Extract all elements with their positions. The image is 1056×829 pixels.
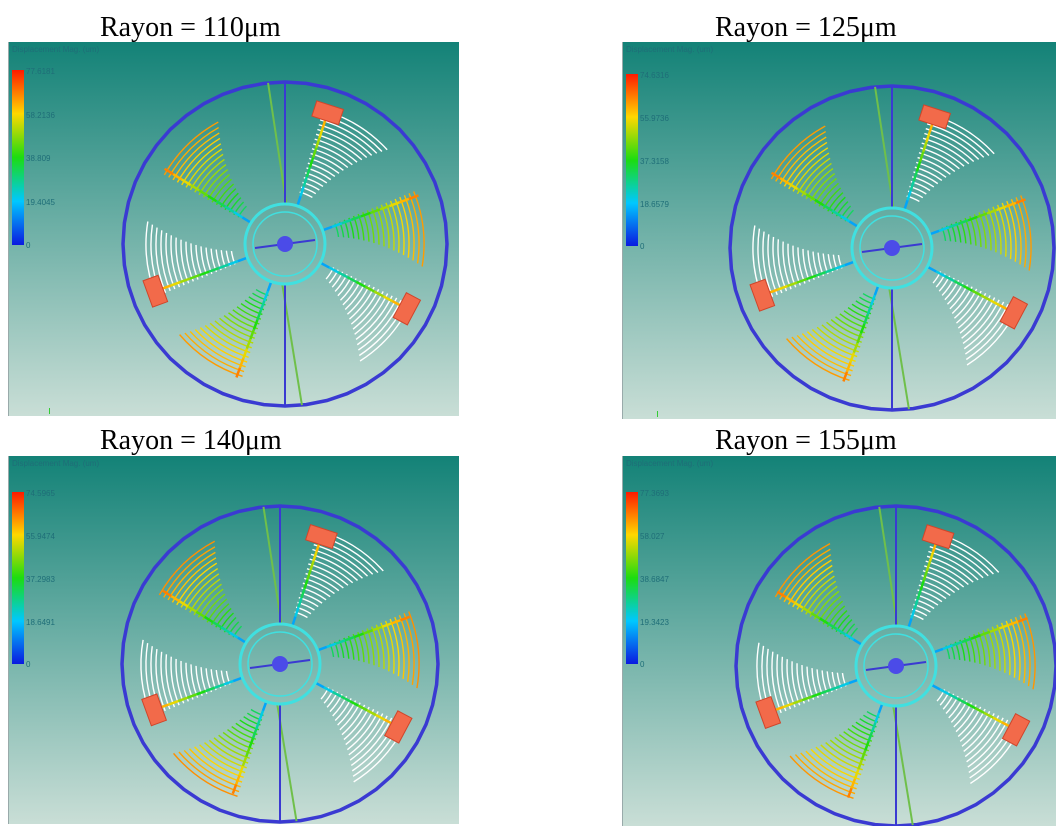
colorbar xyxy=(626,492,638,664)
colorbar-tick: 58.2136 xyxy=(26,111,55,120)
panel-title-4: Rayon = 155μm xyxy=(715,425,897,456)
colorbar xyxy=(12,492,24,664)
colorbar-tick: 55.9474 xyxy=(26,532,55,541)
colorbar-tick: 0 xyxy=(26,241,31,250)
colorbar-tick: 38.6847 xyxy=(640,575,669,584)
colorbar-tick: 38.809 xyxy=(26,154,51,163)
colorbar-tick: 77.3693 xyxy=(640,489,669,498)
simulation-panel-4: Displacement Mag. (um) 77.3693 58.027 38… xyxy=(622,456,1056,826)
colorbar xyxy=(626,74,638,246)
colorbar-tick: 77.6181 xyxy=(26,67,55,76)
colorbar-tick: 0 xyxy=(640,242,645,251)
panel-title-3: Rayon = 140μm xyxy=(100,425,282,456)
resonator-render xyxy=(623,456,1056,826)
colorbar-tick: 0 xyxy=(26,660,31,669)
colorbar-tick: 18.6579 xyxy=(640,200,669,209)
resonator-render xyxy=(623,42,1056,419)
panel-title-2: Rayon = 125μm xyxy=(715,12,897,43)
colorbar-tick: 37.2983 xyxy=(26,575,55,584)
colorbar xyxy=(12,70,24,245)
colorbar-title: Displacement Mag. (um) xyxy=(12,459,100,468)
colorbar-tick: 74.5965 xyxy=(26,489,55,498)
simulation-panel-2: Displacement Mag. (um) 74.6316 55.9736 3… xyxy=(622,42,1056,419)
colorbar-tick: 37.3158 xyxy=(640,157,669,166)
axis-triad-icon xyxy=(657,411,662,417)
axis-triad-icon xyxy=(49,408,54,414)
panel-title-1: Rayon = 110μm xyxy=(100,12,281,43)
colorbar-tick: 18.6491 xyxy=(26,618,55,627)
colorbar-tick: 58.027 xyxy=(640,532,665,541)
colorbar-tick: 19.4045 xyxy=(26,198,55,207)
colorbar-title: Displacement Mag. (um) xyxy=(626,459,714,468)
resonator-render xyxy=(9,456,459,824)
colorbar-title: Displacement Mag. (um) xyxy=(626,45,714,54)
colorbar-tick: 0 xyxy=(640,660,645,669)
simulation-panel-3: Displacement Mag. (um) 74.5965 55.9474 3… xyxy=(8,456,459,824)
colorbar-title: Displacement Mag. (um) xyxy=(12,45,100,54)
colorbar-tick: 55.9736 xyxy=(640,114,669,123)
resonator-render xyxy=(9,42,459,416)
colorbar-tick: 74.6316 xyxy=(640,71,669,80)
simulation-panel-1: Displacement Mag. (um) 77.6181 58.2136 3… xyxy=(8,42,459,416)
colorbar-tick: 19.3423 xyxy=(640,618,669,627)
